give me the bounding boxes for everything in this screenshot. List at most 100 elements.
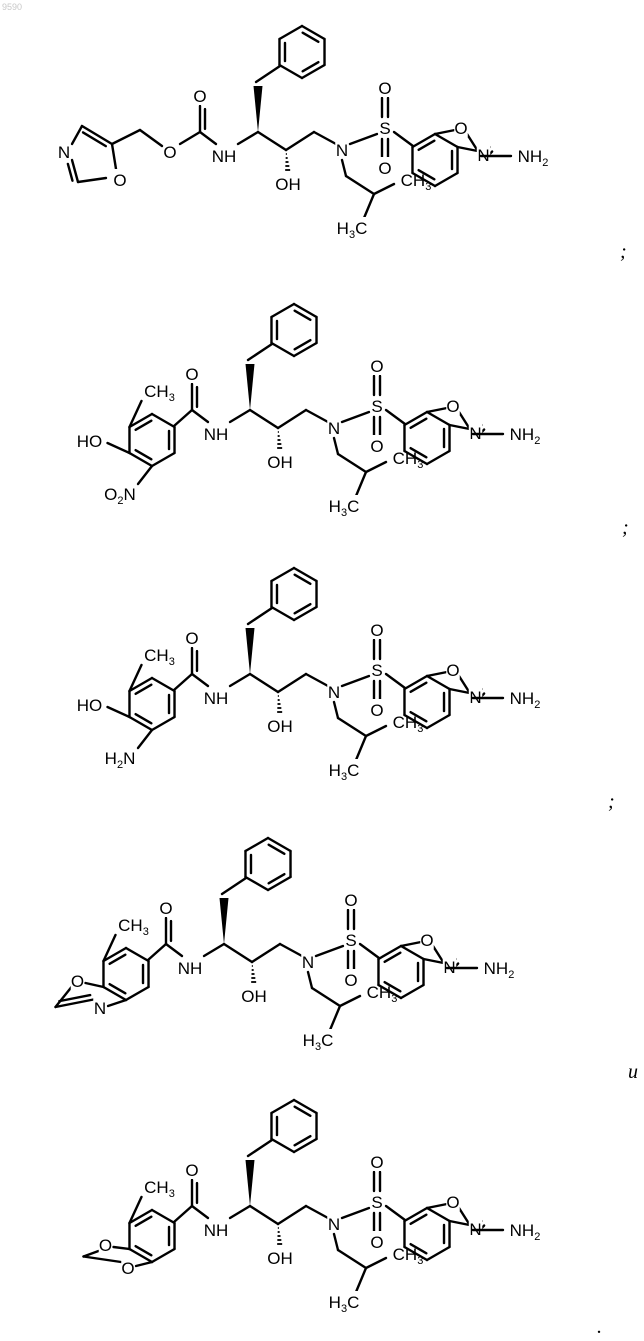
- benzoxazole-o-label: O: [446, 1193, 459, 1212]
- bond: [250, 410, 278, 428]
- bond: [78, 178, 106, 182]
- carbonyl-o-label: O: [185, 629, 198, 648]
- aryl-ring: [126, 987, 149, 1000]
- bond: [360, 944, 379, 958]
- phenyl-ring: [279, 26, 302, 39]
- nh-label: NH: [204, 689, 229, 708]
- bond: [192, 410, 208, 422]
- s-label: S: [345, 931, 356, 950]
- benzoxazole-ring: [412, 134, 435, 147]
- stereo-wedge: [246, 628, 255, 674]
- bond: [230, 410, 250, 422]
- bond: [356, 472, 366, 496]
- bond: [314, 132, 336, 144]
- n-label: N: [302, 953, 314, 972]
- phenyl-ring: [294, 568, 317, 581]
- phenyl-ring: [294, 343, 317, 356]
- bond: [204, 944, 224, 956]
- ho-label: HO: [77, 432, 103, 451]
- bond: [342, 1208, 369, 1218]
- bond: [316, 946, 343, 956]
- aryl-ring: [152, 1210, 175, 1223]
- benzoxazole-ring: [404, 412, 427, 425]
- benzoxazole-ring: [404, 1208, 427, 1221]
- bond: [366, 1258, 386, 1268]
- oh-label: OH: [267, 453, 293, 472]
- stereo-wedge: [246, 1160, 255, 1206]
- ho-label: HO: [77, 696, 103, 715]
- bond: [334, 1234, 338, 1250]
- bond: [148, 944, 166, 960]
- dioxole-o-label: O: [99, 1236, 112, 1255]
- structure-compound-1: NHOHNCH3H3CSOOONNH2OONO: [57, 26, 549, 241]
- bond: [278, 1206, 306, 1224]
- n-label: N: [328, 419, 340, 438]
- bond: [112, 130, 140, 144]
- separator-3: ;: [608, 791, 615, 813]
- bond: [174, 1206, 192, 1222]
- stereo-wedge: [220, 898, 229, 944]
- bond: [364, 194, 374, 218]
- benzoxazole-ring: [427, 715, 450, 728]
- bond: [248, 344, 272, 360]
- bond: [308, 972, 312, 988]
- s-label: S: [371, 1193, 382, 1212]
- phenyl-ring: [302, 26, 325, 39]
- bond: [222, 878, 246, 894]
- structure-compound-4: NHOHNCH3H3CSOOONNH2OCH3ON: [55, 838, 515, 1053]
- aryl-ring: [152, 453, 175, 466]
- benzoxazole-ring: [427, 1247, 450, 1260]
- n-label: N: [328, 1215, 340, 1234]
- bond: [248, 608, 272, 624]
- bond: [230, 674, 250, 686]
- aryl-ring: [152, 414, 175, 427]
- fused-oxazole-n-label: N: [94, 999, 106, 1018]
- s-label: S: [371, 661, 382, 680]
- n-label: N: [336, 141, 348, 160]
- bond: [346, 176, 374, 194]
- oxazole-o-label: O: [113, 171, 126, 190]
- bond: [342, 676, 369, 686]
- phenyl-ring: [268, 838, 291, 851]
- phenyl-ring: [271, 304, 294, 317]
- separator-1: ;: [620, 241, 627, 263]
- bond: [386, 1206, 405, 1220]
- bond: [427, 1204, 447, 1208]
- bond: [113, 1247, 129, 1249]
- sulfonyl-o-label: O: [370, 621, 383, 640]
- s-label: S: [379, 119, 390, 138]
- bond: [200, 132, 216, 144]
- bond: [85, 983, 103, 987]
- sulfonyl-o-label: O: [344, 891, 357, 910]
- carbonyl-o-label: O: [159, 899, 172, 918]
- bond: [112, 144, 116, 169]
- oh-label: OH: [267, 717, 293, 736]
- stereo-wedge: [246, 364, 255, 410]
- bond: [238, 132, 258, 144]
- stereo-wedge: [254, 86, 263, 132]
- oh-label: OH: [275, 175, 301, 194]
- bond: [342, 412, 369, 422]
- fused-oxazole-o-label: O: [71, 972, 84, 991]
- phenyl-ring: [245, 838, 268, 851]
- phenyl-ring: [271, 568, 294, 581]
- bond: [136, 1262, 152, 1266]
- separator-2: ;: [622, 517, 629, 539]
- phenyl-ring: [271, 343, 294, 356]
- sulfonyl-o-label: O: [370, 437, 383, 456]
- bond: [427, 408, 447, 412]
- structure-compound-5: NHOHNCH3H3CSOOONNH2OCH3OO: [83, 1100, 541, 1315]
- sulfonyl-o-label: O: [370, 1153, 383, 1172]
- bond: [192, 674, 208, 686]
- aryl-ring: [152, 717, 175, 730]
- phenyl-ring: [271, 1100, 294, 1113]
- benzoxazole-o-label: O: [454, 119, 467, 138]
- bond: [252, 944, 280, 962]
- bond: [334, 438, 338, 454]
- oxazole-bond: [68, 164, 73, 181]
- benzoxazole-o-label: O: [446, 661, 459, 680]
- carbamate-o-label: O: [163, 143, 176, 162]
- bond: [250, 674, 278, 692]
- bond: [174, 410, 192, 426]
- aryl-ring: [129, 453, 152, 466]
